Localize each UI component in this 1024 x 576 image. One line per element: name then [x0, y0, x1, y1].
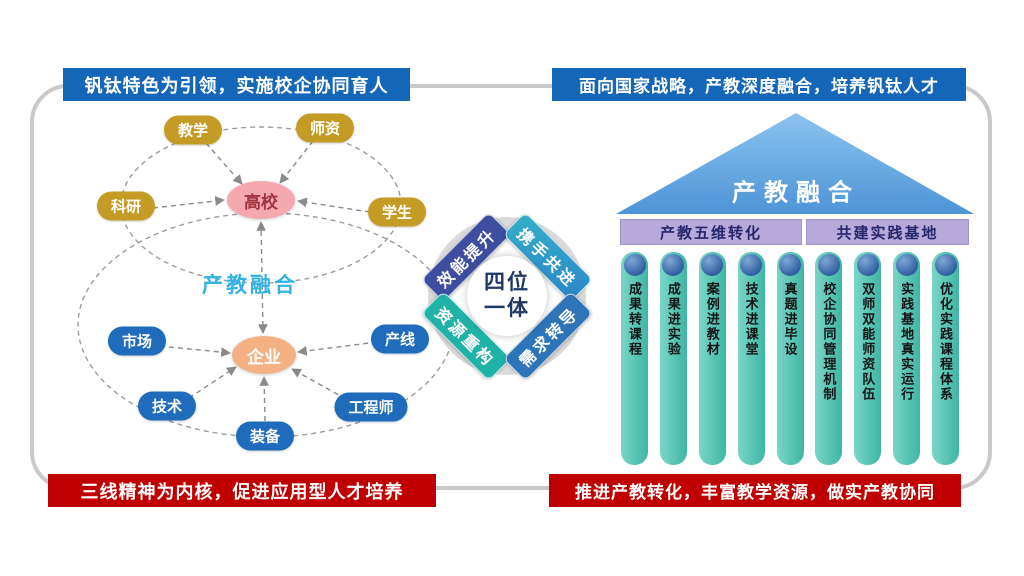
node-university: 高校 [227, 181, 295, 219]
pillar-cap-icon [934, 254, 957, 276]
pillar-cap-icon [779, 254, 801, 276]
node-enterprise: 企业 [232, 336, 296, 374]
roof-label: 产教融合 [732, 179, 860, 207]
pillar-cap-icon [856, 254, 879, 276]
pillar-cap-icon [740, 254, 763, 276]
node-engineer: 工程师 [334, 392, 408, 422]
banner-top-left: 钒钛特色为引领，实施校企协同育人 [63, 68, 410, 101]
pillar-cap-icon [623, 254, 646, 276]
pillar-label: 案例进教材 [704, 282, 720, 357]
node-production-line: 产线 [370, 324, 430, 354]
pillar: 优化实践课程体系 [932, 252, 959, 465]
pillar: 成果进实验 [659, 252, 687, 465]
node-equipment: 装备 [235, 421, 295, 451]
outer-frame [30, 84, 992, 490]
pillar-label: 优化实践课程体系 [938, 282, 953, 402]
pillar: 案例进教材 [698, 252, 726, 465]
pillar: 双师双能师资队伍 [854, 252, 882, 465]
node-market: 市场 [107, 326, 167, 356]
pillar-group: 成果转课程 成果进实验 案例进教材 技术进课堂 真题进毕设 校企协同管理机制 双… [621, 252, 959, 465]
pillar-cap-icon [662, 254, 685, 276]
wheel-core-line1: 四位 [484, 270, 530, 294]
pillar-cap-icon [817, 254, 840, 276]
banner-bottom-left: 三线精神为内核，促进应用型人才培养 [48, 474, 436, 507]
pillar-label: 成果进实验 [665, 282, 681, 357]
banner-top-right: 面向国家战略，产教深度融合，培养钒钛人才 [552, 68, 966, 101]
node-research: 科研 [96, 191, 156, 221]
node-technology: 技术 [137, 391, 197, 421]
pillar-label: 实践基地真实运行 [899, 282, 915, 402]
beam-practice-base: 共建实践基地 [806, 219, 969, 245]
pillar-label: 校企协同管理机制 [821, 282, 837, 402]
wheel-core: 四位 一体 [467, 256, 547, 336]
pillar-label: 技术进课堂 [743, 282, 759, 357]
pillar-label: 双师双能师资队伍 [860, 282, 876, 402]
pillar: 真题进毕设 [776, 252, 804, 465]
pillar: 技术进课堂 [737, 252, 765, 465]
banner-bottom-right: 推进产教转化，丰富教学资源，做实产教协同 [549, 474, 961, 507]
pillar: 校企协同管理机制 [815, 252, 843, 465]
left-center-label: 产教融合 [202, 274, 298, 297]
beam-five-dimensions: 产教五维转化 [620, 219, 802, 245]
node-faculty: 师资 [295, 113, 355, 143]
wheel-core-line2: 一体 [484, 297, 530, 320]
node-teaching: 教学 [163, 115, 223, 145]
pillar-label: 真题进毕设 [782, 282, 798, 357]
pillar-cap-icon [895, 254, 918, 276]
pillar-cap-icon [701, 254, 724, 276]
node-students: 学生 [367, 197, 427, 227]
pillar: 成果转课程 [621, 252, 648, 465]
pillar: 实践基地真实运行 [893, 252, 921, 465]
pillar-label: 成果转课程 [627, 282, 642, 357]
